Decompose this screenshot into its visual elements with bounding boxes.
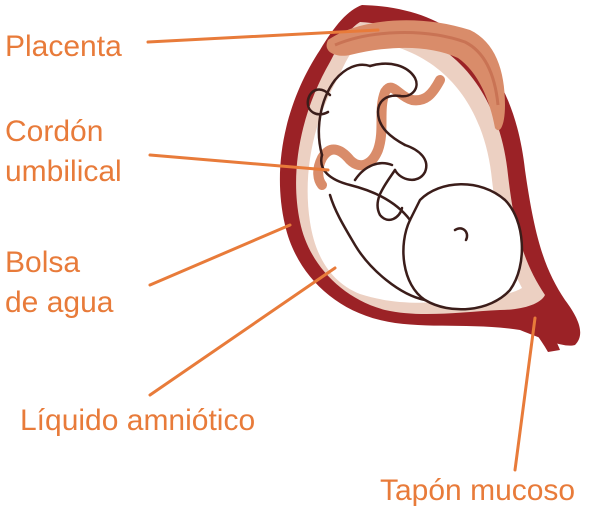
tapon-leader [513, 316, 537, 472]
label-bolsa-line2: de agua [5, 286, 114, 319]
leader-lines [146, 28, 537, 472]
cervix [520, 305, 560, 352]
placenta-leader [146, 28, 380, 44]
fetus [306, 62, 524, 311]
placenta-shape [326, 20, 505, 131]
label-cordon-line2: umbilical [5, 155, 122, 188]
cordon-leader [148, 153, 330, 172]
label-liquido: Líquido amniótico [20, 404, 255, 437]
label-placenta: Placenta [5, 30, 122, 63]
label-tapon: Tapón mucoso [380, 474, 575, 507]
liquido-leader [148, 266, 337, 397]
bolsa-leader [148, 223, 292, 287]
label-cordon-line1: Cordón [5, 115, 103, 148]
label-bolsa-line1: Bolsa [5, 246, 80, 279]
placenta-edge [334, 31, 500, 106]
